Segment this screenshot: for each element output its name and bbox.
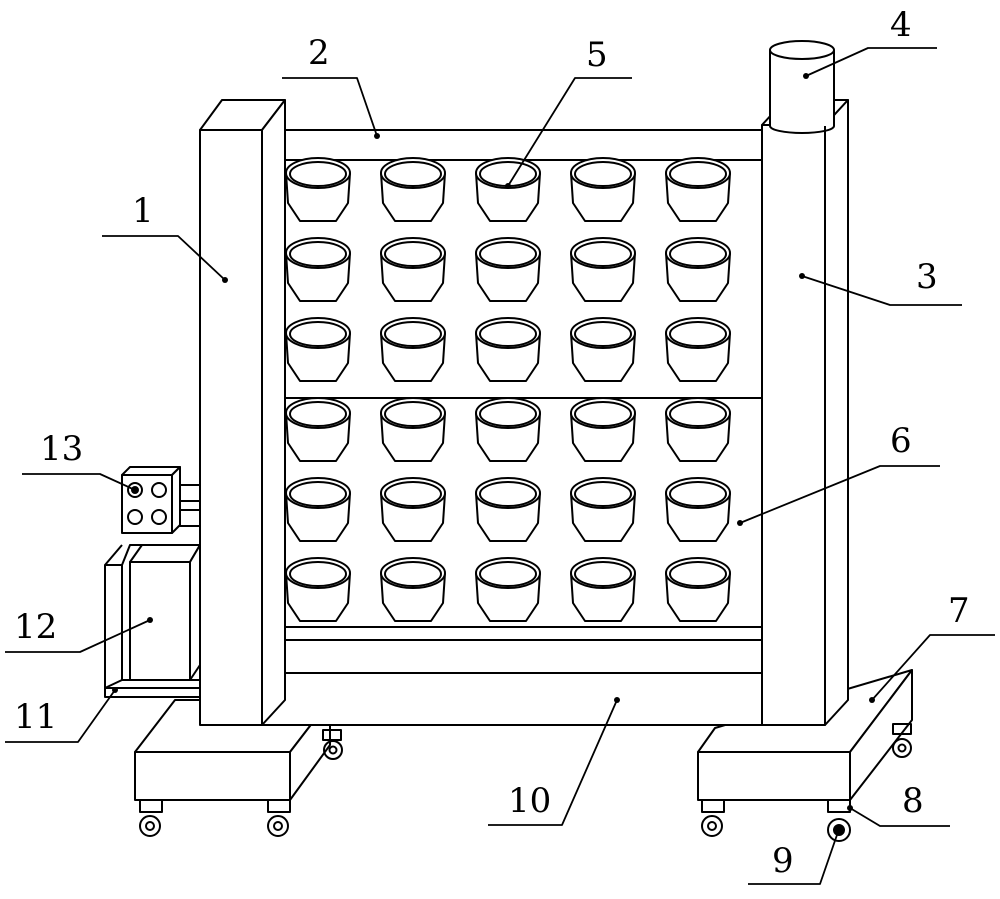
right-base <box>697 669 913 842</box>
control-knob-bottom-right <box>151 509 167 525</box>
callout-11: 11 <box>14 697 57 737</box>
planting-pot <box>665 157 731 222</box>
right-caster-front-left <box>701 799 725 837</box>
planting-pot <box>475 477 541 542</box>
top-beam <box>261 129 836 161</box>
callout-labels: 1 2 3 4 5 6 7 8 9 10 11 12 13 <box>14 5 970 881</box>
planting-pot <box>570 157 636 222</box>
control-knob-bottom-left <box>127 509 143 525</box>
planting-pot <box>285 397 351 462</box>
water-tank <box>129 544 201 681</box>
planting-pot <box>285 557 351 622</box>
left-caster-front-right <box>267 799 291 837</box>
left-caster-back <box>322 729 343 760</box>
planting-pot <box>285 317 351 382</box>
planting-pot <box>475 237 541 302</box>
planting-pot <box>380 237 446 302</box>
planting-pot <box>475 317 541 382</box>
callout-2: 2 <box>308 33 330 73</box>
planting-pot-grid <box>285 157 731 622</box>
planting-pot <box>570 477 636 542</box>
callout-6: 6 <box>890 421 912 461</box>
planting-pot <box>665 477 731 542</box>
planting-pot <box>570 557 636 622</box>
planting-pot <box>475 397 541 462</box>
left-column <box>199 99 286 726</box>
planting-pot <box>285 157 351 222</box>
planting-pot <box>665 397 731 462</box>
planting-pot <box>665 237 731 302</box>
control-box <box>121 466 201 534</box>
planting-pot <box>380 397 446 462</box>
right-column <box>761 99 849 726</box>
callout-3: 3 <box>916 257 938 297</box>
callout-9: 9 <box>772 841 794 881</box>
right-caster-back <box>892 723 912 758</box>
callout-8: 8 <box>902 781 924 821</box>
planting-pot <box>285 477 351 542</box>
bottom-beam <box>261 626 836 726</box>
top-motor <box>769 40 835 134</box>
callout-4: 4 <box>890 5 912 45</box>
control-knob-top-right <box>151 482 167 498</box>
callout-7: 7 <box>948 591 970 631</box>
left-caster-front-left <box>139 799 163 837</box>
planting-pot <box>380 157 446 222</box>
callout-12: 12 <box>14 607 57 647</box>
planting-pot <box>665 557 731 622</box>
planting-pot <box>570 237 636 302</box>
leader-dots <box>112 73 875 811</box>
planting-pot <box>380 317 446 382</box>
callout-10: 10 <box>508 781 551 821</box>
right-caster-front-right <box>827 799 851 842</box>
left-base <box>134 699 343 837</box>
planting-pot <box>570 317 636 382</box>
planting-pot <box>380 557 446 622</box>
planting-pot <box>665 317 731 382</box>
planting-pot <box>570 397 636 462</box>
planting-pot <box>285 237 351 302</box>
leader-lines <box>5 47 995 885</box>
planting-pot <box>380 477 446 542</box>
callout-1: 1 <box>132 191 154 231</box>
callout-5: 5 <box>586 35 608 75</box>
callout-13: 13 <box>40 429 83 469</box>
planting-pot <box>475 557 541 622</box>
planting-pot <box>475 157 541 222</box>
